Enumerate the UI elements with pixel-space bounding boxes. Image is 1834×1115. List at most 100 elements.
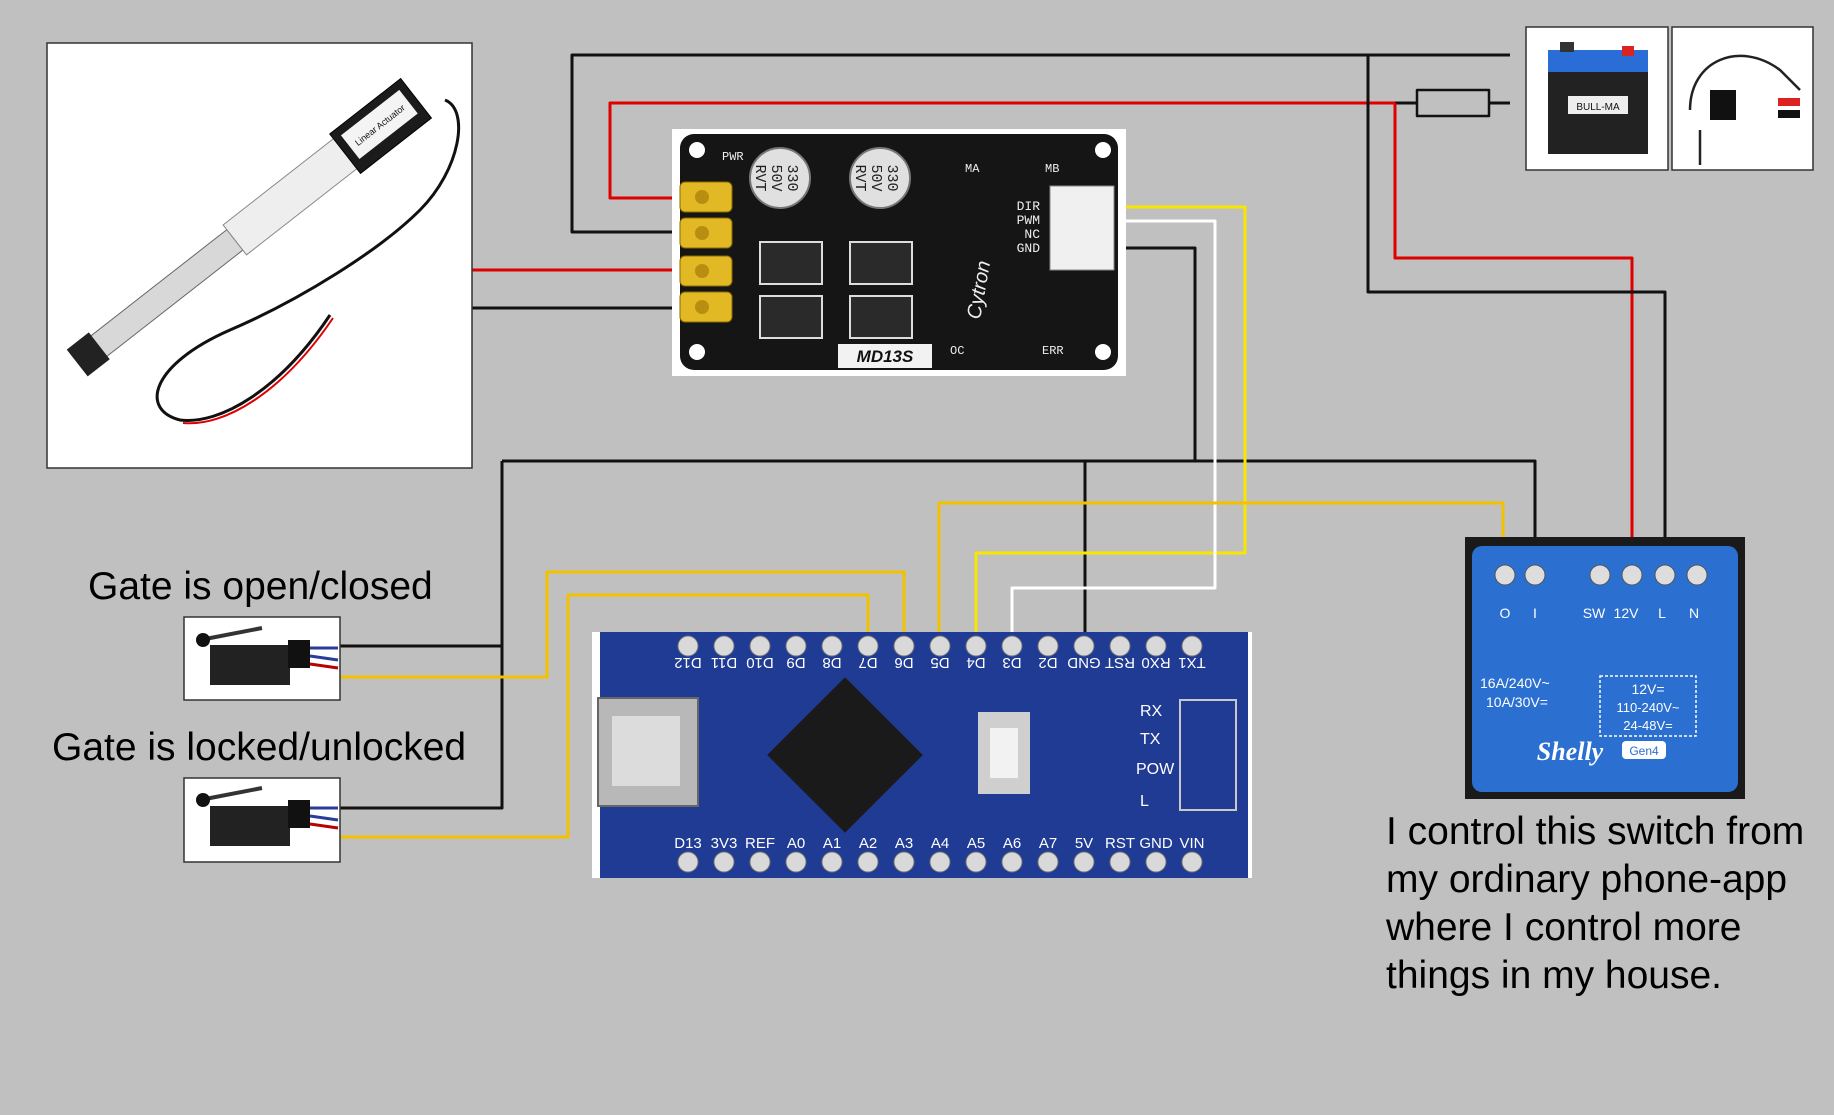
- wire-open-switch: [335, 570, 906, 679]
- limit-switch-lock: [183, 777, 341, 863]
- shelly-note: I control this switch from my ordinary p…: [1386, 808, 1804, 1000]
- arduino-pin-d10: [749, 635, 771, 657]
- arduino-pin-label: A3: [895, 835, 913, 852]
- arduino-pin-label: A0: [787, 835, 805, 852]
- label-gate-open-closed: Gate is open/closed: [88, 565, 433, 608]
- shelly-terminal-label: SW: [1583, 605, 1606, 621]
- arduino-pin-d7: [857, 635, 879, 657]
- pin-nc: NC: [1024, 227, 1040, 242]
- shelly-note-line: where I control more: [1386, 906, 1742, 949]
- arduino-pin-label: REF: [745, 835, 775, 852]
- led-tx: TX: [1140, 731, 1161, 748]
- arduino-pin-label: D5: [930, 654, 949, 671]
- shelly-gen: Gen4: [1629, 744, 1659, 758]
- arduino-pin-d13: [677, 851, 699, 873]
- arduino-pin-label: D2: [1038, 654, 1057, 671]
- arduino-pin-label: D13: [674, 835, 702, 852]
- arduino-pin-label: A4: [931, 835, 949, 852]
- battery-label: BULL-MA: [1576, 102, 1620, 113]
- arduino-pin-d8: [821, 635, 843, 657]
- arduino-pin-label: D3: [1002, 654, 1021, 671]
- arduino-pin-5v: [1073, 851, 1095, 873]
- arduino-pin-d11: [713, 635, 735, 657]
- shelly-rating-dc: 10A/30V=: [1486, 694, 1548, 710]
- arduino-pin-d6: [893, 635, 915, 657]
- linear-actuator: Linear Actuator: [46, 42, 473, 469]
- arduino-pin-d3: [1001, 635, 1023, 657]
- arduino-pin-label: A7: [1039, 835, 1057, 852]
- arduino-pin-label: A1: [823, 835, 841, 852]
- shelly-supply-12v: 12V=: [1631, 681, 1664, 697]
- arduino-pin-a0: [785, 851, 807, 873]
- driver-model: MD13S: [857, 347, 914, 366]
- arduino-pin-label: RX0: [1141, 654, 1170, 671]
- arduino-bottom-pins: [677, 851, 1203, 873]
- shelly-note-line: things in my house.: [1386, 954, 1723, 997]
- arduino-pin-label: VIN: [1179, 835, 1204, 852]
- shelly-supply-ac: 110-240V~: [1616, 700, 1679, 715]
- shelly-terminal-label: N: [1689, 605, 1699, 621]
- shelly-supply-dc: 24-48V=: [1623, 718, 1673, 733]
- motor-driver-md13s: 330 50V RVT 330 50V RVT PWR MA MB OC ERR…: [672, 129, 1126, 376]
- arduino-pin-a2: [857, 851, 879, 873]
- led-pow: POW: [1136, 761, 1175, 778]
- arduino-pin-label: A5: [967, 835, 985, 852]
- cap1-voltage: 50V: [767, 164, 784, 191]
- shelly-brand: Shelly: [1537, 737, 1604, 766]
- arduino-pin-label: D4: [966, 654, 985, 671]
- wire-shelly-yellow: [937, 501, 1505, 638]
- arduino-pin-label: D7: [858, 654, 877, 671]
- wire-pwm-white: [1010, 219, 1217, 638]
- wire-black-to-shelly: [1366, 55, 1667, 575]
- silk-err: ERR: [1042, 344, 1064, 358]
- arduino-pin-label: D11: [711, 654, 737, 671]
- capacitors: 330 50V RVT 330 50V RVT: [749, 147, 911, 209]
- arduino-pin-gnd: [1145, 851, 1167, 873]
- wire-red-to-shelly: [1393, 103, 1634, 575]
- shelly-rating-ac: 16A/240V~: [1480, 675, 1550, 691]
- battery: BULL-MA: [1525, 26, 1669, 171]
- wire-switch-ground: [335, 461, 504, 810]
- arduino-pin-ref: [749, 851, 771, 873]
- pin-dir: DIR: [1017, 199, 1041, 214]
- arduino-pin-rst: [1109, 851, 1131, 873]
- limit-switch-open: [183, 616, 341, 701]
- arduino-pin-label: GND: [1067, 654, 1101, 671]
- silk-oc: OC: [950, 344, 964, 358]
- shelly-note-line: I control this switch from: [1386, 810, 1805, 853]
- arduino-pin-d2: [1037, 635, 1059, 657]
- charger: [1671, 26, 1814, 171]
- pin-pwm: PWM: [1017, 213, 1040, 228]
- arduino-pin-label: 3V3: [711, 835, 738, 852]
- arduino-pin-label: D8: [822, 654, 841, 671]
- arduino-top-pins: [677, 635, 1203, 657]
- fuse: [1415, 88, 1491, 118]
- arduino-pin-label: A2: [859, 835, 877, 852]
- label-gate-locked-unlocked: Gate is locked/unlocked: [52, 726, 467, 769]
- arduino-pin-d4: [965, 635, 987, 657]
- silk-ma: MA: [965, 162, 980, 176]
- arduino-pin-label: RST: [1105, 654, 1135, 671]
- arduino-pin-d5: [929, 635, 951, 657]
- led-rx: RX: [1140, 703, 1163, 720]
- wire-lock-switch: [335, 593, 870, 839]
- arduino-pin-rst: [1109, 635, 1131, 657]
- arduino-pin-label: TX1: [1178, 654, 1206, 671]
- cap2-voltage: 50V: [867, 164, 884, 191]
- arduino-pin-label: D12: [674, 654, 702, 671]
- arduino-pin-a4: [929, 851, 951, 873]
- arduino-pin-a6: [1001, 851, 1023, 873]
- arduino-pin-label: 5V: [1075, 835, 1093, 852]
- arduino-pin-a7: [1037, 851, 1059, 873]
- arduino-pin-tx1: [1181, 635, 1203, 657]
- arduino-pin-rx0: [1145, 635, 1167, 657]
- arduino-pin-gnd: [1073, 635, 1095, 657]
- cap1-series: RVT: [751, 164, 768, 191]
- arduino-pin-vin: [1181, 851, 1203, 873]
- wire-battery-negative: [570, 53, 1510, 234]
